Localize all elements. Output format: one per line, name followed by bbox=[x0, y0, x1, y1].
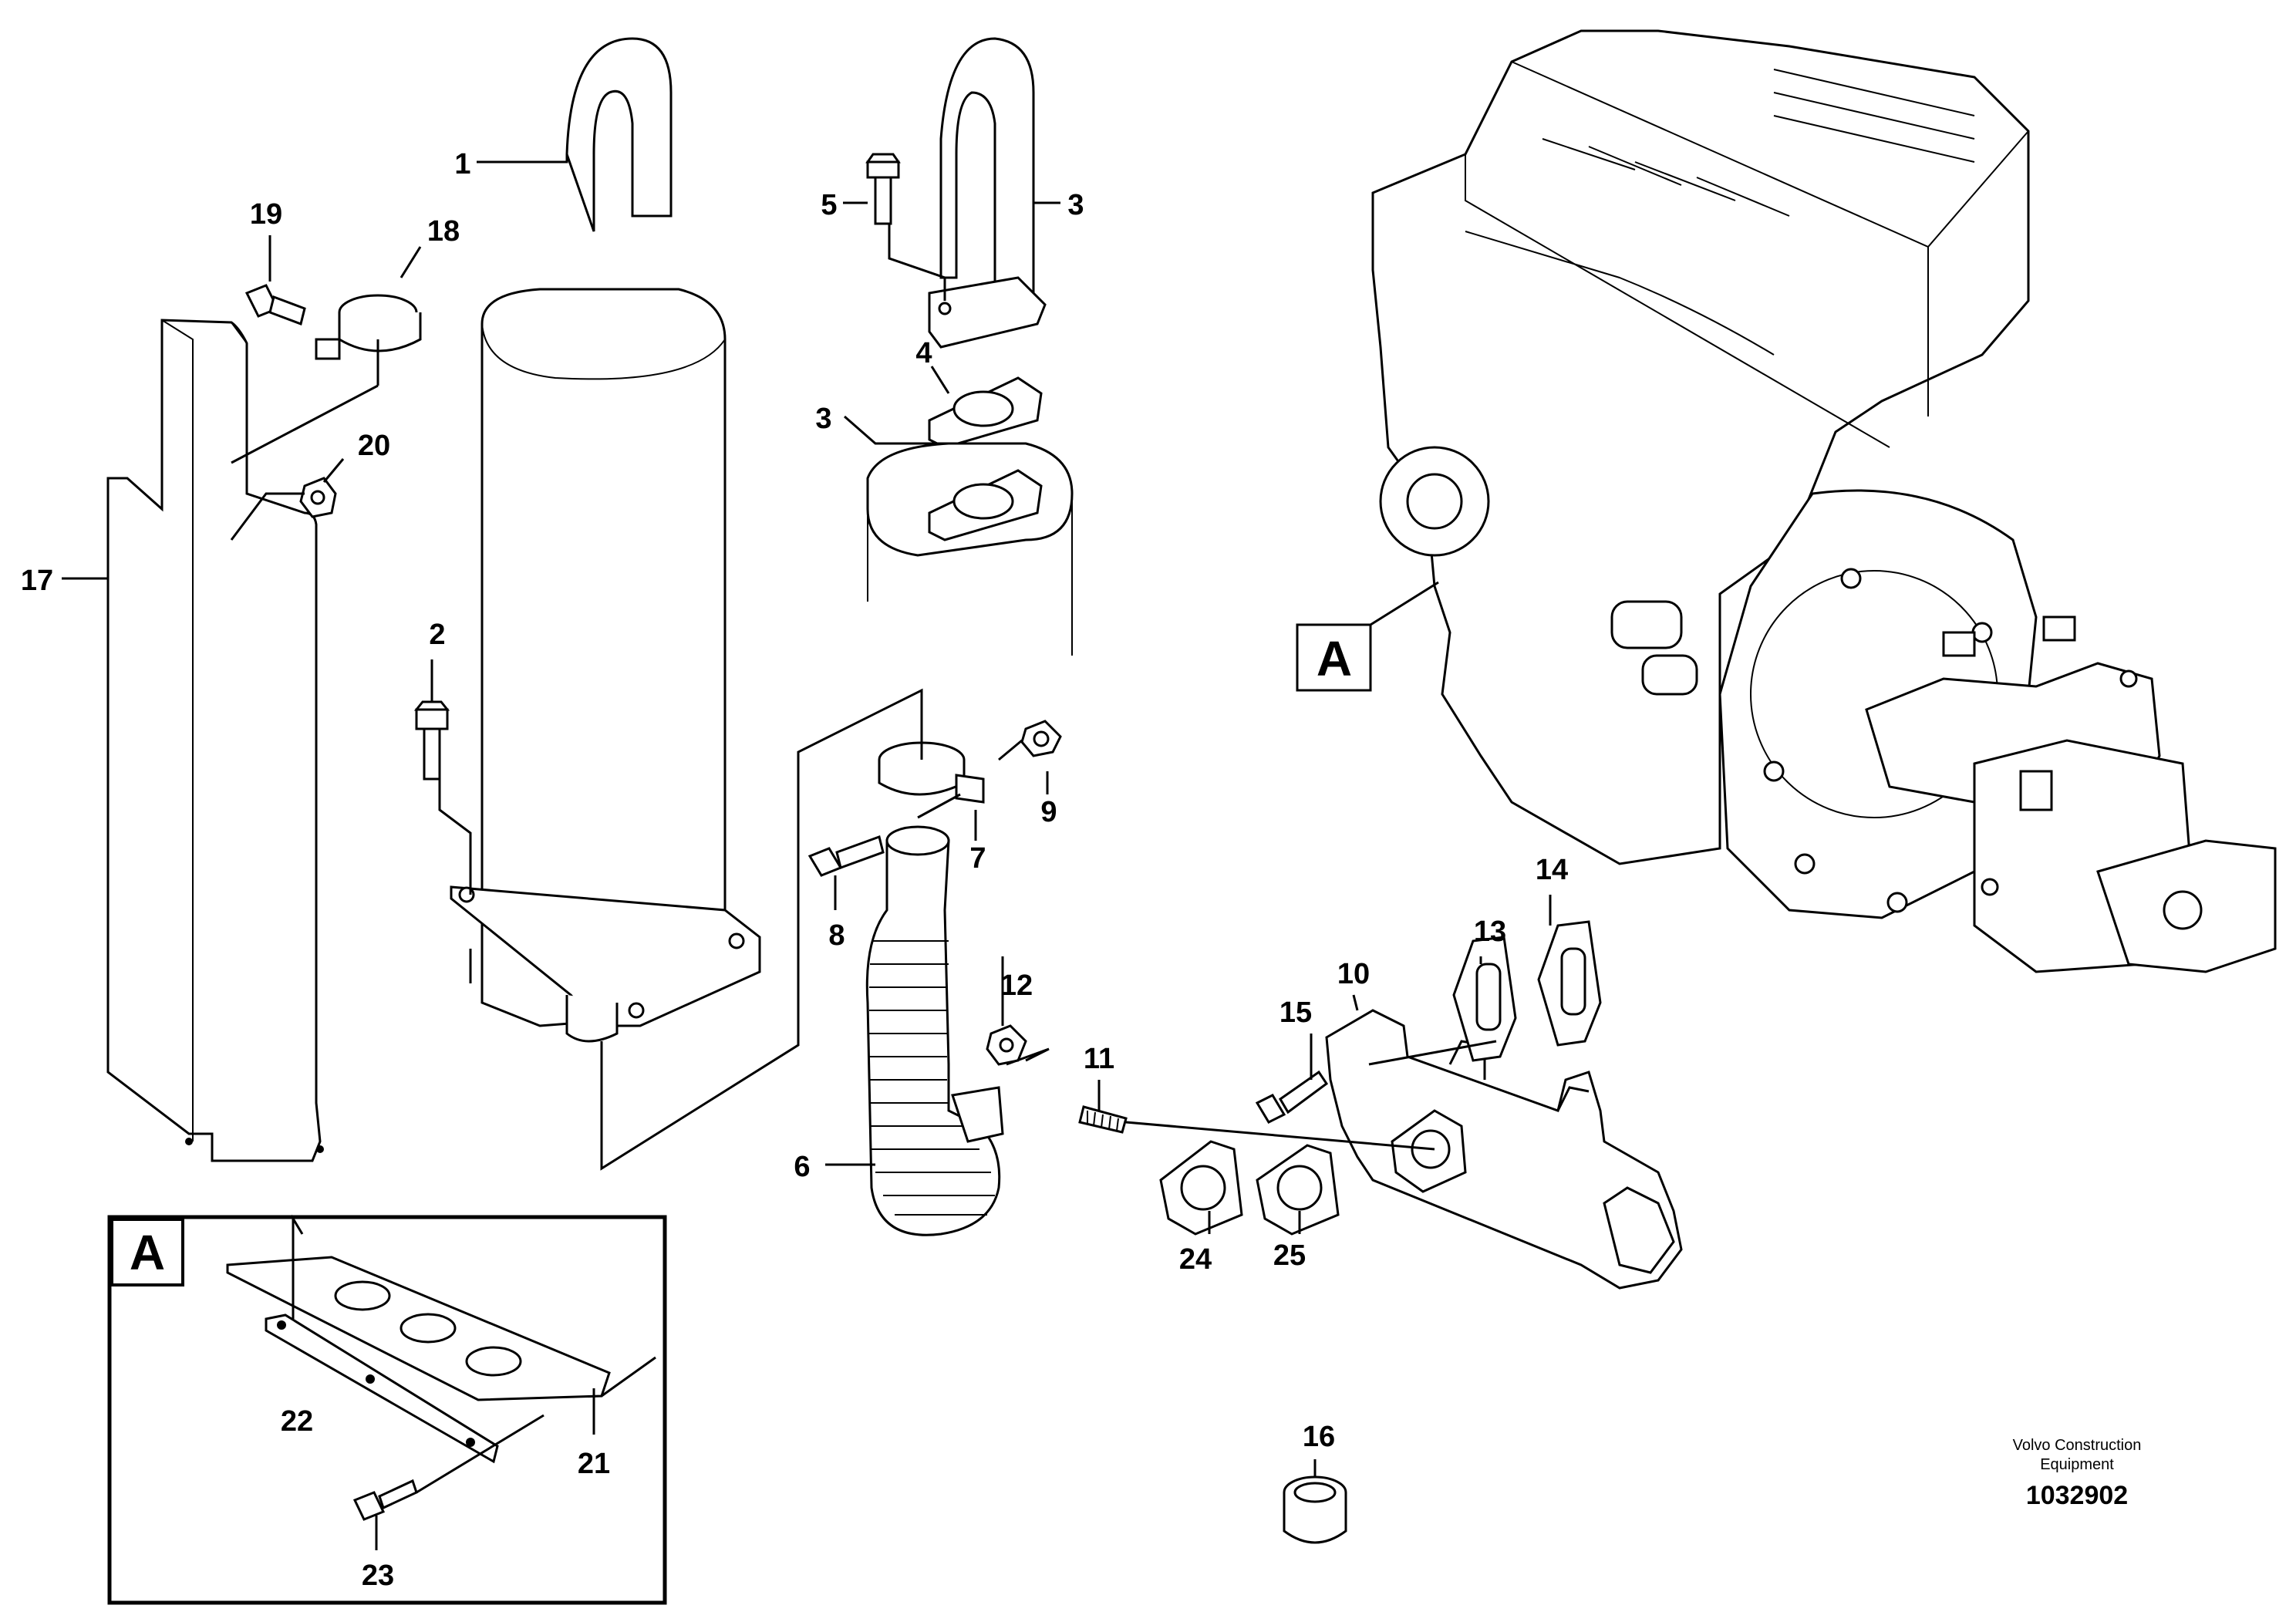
clamp-18 bbox=[315, 294, 422, 360]
callout-24: 24 bbox=[1179, 1243, 1212, 1276]
callout-4: 4 bbox=[915, 337, 932, 369]
callout-19: 19 bbox=[250, 198, 282, 231]
detail-view-label: A bbox=[130, 1225, 165, 1280]
callout-9: 9 bbox=[1040, 796, 1057, 828]
publisher-block: Volvo Construction Equipment 1032902 bbox=[2013, 1437, 2142, 1510]
detail-view-a: A bbox=[107, 1215, 667, 1605]
callout-22: 22 bbox=[281, 1405, 313, 1438]
callout-13: 13 bbox=[1474, 916, 1506, 948]
callout-18: 18 bbox=[427, 215, 460, 248]
gasket-13 bbox=[1452, 936, 1517, 1062]
nut-20 bbox=[299, 477, 337, 518]
callout-23: 23 bbox=[362, 1560, 394, 1592]
callout-15: 15 bbox=[1279, 996, 1312, 1029]
flexible-hose bbox=[865, 825, 1004, 1236]
callout-10: 10 bbox=[1337, 958, 1370, 990]
callout-3-upper: 3 bbox=[1067, 189, 1084, 221]
callout-25: 25 bbox=[1273, 1239, 1306, 1272]
callout-17: 17 bbox=[21, 565, 53, 597]
seal-16 bbox=[1283, 1475, 1347, 1544]
view-marker-main: A bbox=[1296, 581, 1439, 692]
bolt-19 bbox=[244, 284, 306, 325]
heat-shield bbox=[106, 319, 324, 1162]
callout-1: 1 bbox=[454, 148, 470, 180]
bolt-2 bbox=[413, 700, 450, 781]
callout-8: 8 bbox=[828, 919, 845, 952]
gasket-14 bbox=[1537, 920, 1602, 1047]
callout-16: 16 bbox=[1303, 1421, 1335, 1453]
bolt-5 bbox=[865, 153, 901, 225]
exhaust-manifold bbox=[1325, 1009, 1683, 1290]
callout-labels: 1 2 3 3 4 5 6 7 8 9 10 11 12 13 14 15 16… bbox=[21, 148, 1568, 1592]
gasket-25 bbox=[1256, 1144, 1340, 1236]
gasket-24 bbox=[1159, 1140, 1243, 1236]
callout-6: 6 bbox=[794, 1151, 810, 1183]
callout-12: 12 bbox=[1000, 969, 1033, 1002]
callout-14: 14 bbox=[1536, 854, 1568, 886]
bolt-15 bbox=[1255, 1070, 1329, 1124]
engine-assembly bbox=[1371, 29, 2277, 973]
gasket-4 bbox=[928, 376, 1043, 449]
deflector-plate bbox=[226, 1256, 611, 1401]
callout-7: 7 bbox=[969, 842, 986, 875]
credit-line-2: Equipment bbox=[2040, 1456, 2114, 1473]
leader-lines bbox=[62, 154, 1552, 1550]
clamp-7 bbox=[878, 741, 985, 804]
credit-line-1: Volvo Construction bbox=[2013, 1437, 2142, 1454]
bolt-23 bbox=[352, 1479, 418, 1521]
callout-11: 11 bbox=[1084, 1043, 1114, 1075]
muffler-outlet-section bbox=[866, 442, 1074, 656]
stud-11 bbox=[1078, 1105, 1128, 1134]
callout-2: 2 bbox=[429, 619, 445, 651]
callout-20: 20 bbox=[358, 430, 390, 462]
bolt-8 bbox=[807, 835, 885, 877]
view-marker-main-label: A bbox=[1317, 631, 1352, 686]
exhaust-tailpipe bbox=[928, 37, 1047, 349]
nut-9 bbox=[1020, 720, 1062, 757]
muffler bbox=[450, 37, 761, 1043]
callout-21: 21 bbox=[578, 1448, 610, 1480]
callout-3-lower: 3 bbox=[815, 403, 831, 435]
mounting-strip bbox=[265, 1313, 499, 1464]
callout-5: 5 bbox=[821, 189, 837, 221]
document-number: 1032902 bbox=[2026, 1481, 2128, 1510]
